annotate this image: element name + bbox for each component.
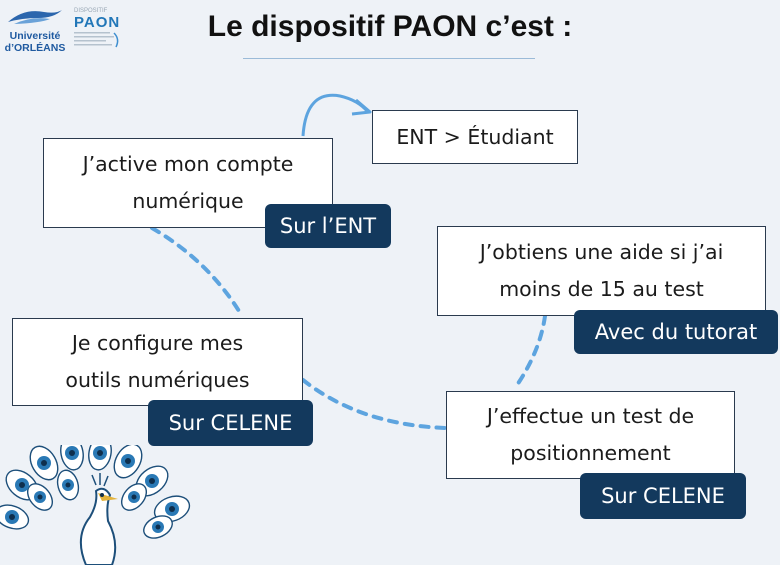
page-title: Le dispositif PAON c’est : — [207, 10, 573, 43]
step-positioning-test: J’effectue un test de positionnement — [446, 391, 735, 479]
step-positioning-test-text: J’effectue un test de positionnement — [486, 404, 695, 465]
paon-logo-big: PAON — [74, 14, 121, 31]
tag-avec-tutorat: Avec du tutorat — [574, 310, 778, 354]
peacock-icon — [0, 445, 191, 565]
step-configure-tools: Je configure mes outils numériques — [12, 318, 303, 406]
wave-icon — [8, 10, 62, 24]
ent-etudiant-label: ENT > Étudiant — [396, 124, 554, 149]
step-activate-account: J’active mon compte numérique — [43, 138, 333, 228]
step-configure-tools-text: Je configure mes outils numériques — [65, 331, 250, 392]
tag-sur-celene-1-label: Sur CELENE — [168, 411, 293, 435]
step-activate-account-text: J’active mon compte numérique — [82, 152, 294, 213]
ent-arrow-head — [351, 98, 372, 116]
title-underline — [243, 58, 535, 59]
tag-sur-celene-2: Sur CELENE — [580, 473, 746, 519]
tag-sur-celene-1: Sur CELENE — [148, 400, 313, 446]
tag-sur-ent: Sur l’ENT — [265, 204, 391, 248]
university-name-line-2: d’ORLÉANS — [4, 42, 66, 54]
dotted-connector-2 — [301, 378, 448, 430]
paon-logo: DISPOSITIF PAON — [74, 8, 126, 50]
paon-logo-small: DISPOSITIF — [74, 8, 108, 14]
step-get-help: J’obtiens une aide si j’ai moins de 15 a… — [437, 226, 766, 316]
dotted-connector-1 — [150, 226, 244, 318]
university-name-line-1: Université — [9, 30, 61, 42]
step-get-help-text: J’obtiens une aide si j’ai moins de 15 a… — [479, 240, 724, 301]
dotted-connector-3 — [513, 314, 547, 390]
tag-sur-ent-label: Sur l’ENT — [279, 214, 377, 238]
paon-logo-lines — [74, 31, 126, 50]
tag-avec-tutorat-label: Avec du tutorat — [594, 320, 758, 344]
ent-etudiant-box: ENT > Étudiant — [372, 110, 578, 164]
tag-sur-celene-2-label: Sur CELENE — [601, 484, 725, 508]
universite-orleans-logo: Université d’ORLÉANS — [4, 6, 66, 54]
